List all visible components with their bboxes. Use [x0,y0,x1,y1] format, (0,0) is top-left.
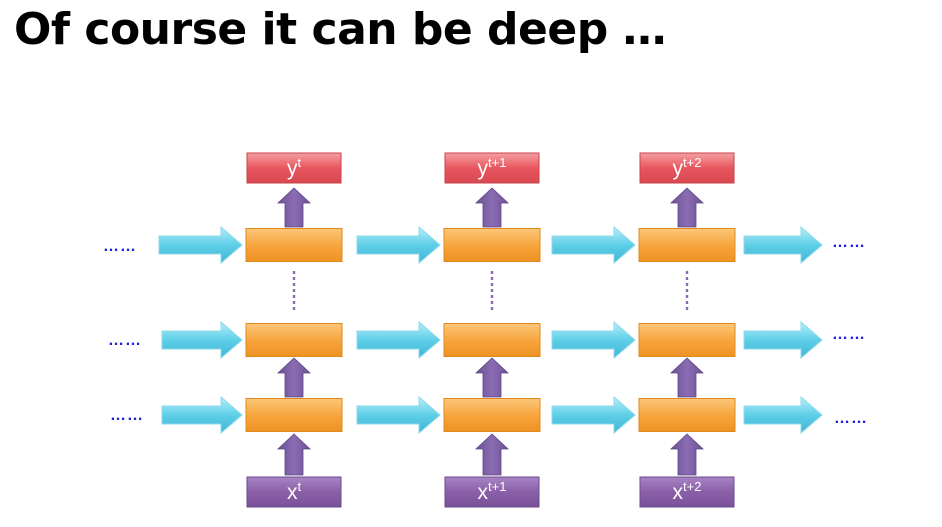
vertical-dot-c3 [685,283,689,286]
up-arrow-to-output-2 [474,187,510,228]
hidden-box-c3-r1 [638,228,736,262]
vertical-dot-c2 [490,289,494,292]
recurrent-arrow-r1-c1 [356,225,441,265]
up-arrow-from-input-3 [669,433,705,476]
vertical-dot-c3 [685,307,689,310]
vertical-dot-c1 [292,301,296,304]
input-box-3 [639,476,735,508]
vertical-dot-c1 [292,283,296,286]
vertical-dot-c1 [292,295,296,298]
output-label-2: yt+1 [478,155,507,180]
recurrent-arrow-in-r2 [161,320,243,360]
output-box-1 [246,152,342,184]
up-arrow-from-input-1 [276,433,312,476]
vertical-dot-c1 [292,277,296,280]
vertical-dot-c3 [685,271,689,274]
recurrent-arrow-r2-c2 [551,320,636,360]
recurrent-arrow-out-r2 [743,320,823,360]
ellipsis-left-2: …… [108,332,142,349]
up-arrow-hidden-2 [474,357,510,398]
slide-title: Of course it can be deep … [14,4,667,55]
hidden-box-c2-r1 [443,228,541,262]
vertical-dot-c3 [685,289,689,292]
hidden-box-c1-r2 [245,323,343,357]
vertical-dot-c2 [490,295,494,298]
input-label-2: xt+1 [478,479,507,504]
output-box-3 [639,152,735,184]
hidden-box-c3-r2 [638,323,736,357]
up-arrow-hidden-3 [669,357,705,398]
up-arrow-to-output-1 [276,187,312,228]
recurrent-arrow-r3-c1 [356,395,441,435]
recurrent-arrow-r3-c2 [551,395,636,435]
ellipsis-right-2: …… [832,326,866,343]
output-label-3: yt+2 [673,155,702,180]
recurrent-arrow-out-r1 [743,225,823,265]
vertical-dot-c3 [685,277,689,280]
recurrent-arrow-r2-c1 [356,320,441,360]
ellipsis-right-3: …… [834,410,868,427]
vertical-dot-c2 [490,271,494,274]
input-box-1 [246,476,342,508]
recurrent-arrow-r1-c2 [551,225,636,265]
vertical-dot-c1 [292,307,296,310]
recurrent-arrow-out-r3 [743,395,823,435]
input-label-3: xt+2 [673,479,702,504]
vertical-dot-c1 [292,271,296,274]
vertical-dot-c2 [490,307,494,310]
up-arrow-to-output-3 [669,187,705,228]
vertical-dot-c2 [490,301,494,304]
vertical-dot-c3 [685,301,689,304]
ellipsis-left-3: …… [110,407,144,424]
output-label-1: yt [287,155,302,180]
ellipsis-right-1: …… [832,234,866,251]
hidden-box-c3-r3 [638,398,736,432]
hidden-box-c2-r3 [443,398,541,432]
input-box-2 [444,476,540,508]
recurrent-arrow-in-r1 [158,225,243,265]
vertical-dot-c3 [685,295,689,298]
output-box-2 [444,152,540,184]
up-arrow-from-input-2 [474,433,510,476]
hidden-box-c1-r3 [245,398,343,432]
ellipsis-left-1: …… [103,238,137,255]
hidden-box-c2-r2 [443,323,541,357]
up-arrow-hidden-1 [276,357,312,398]
input-label-1: xt [287,479,302,504]
recurrent-arrow-in-r3 [161,395,243,435]
hidden-box-c1-r1 [245,228,343,262]
vertical-dot-c2 [490,283,494,286]
vertical-dot-c1 [292,289,296,292]
vertical-dot-c2 [490,277,494,280]
